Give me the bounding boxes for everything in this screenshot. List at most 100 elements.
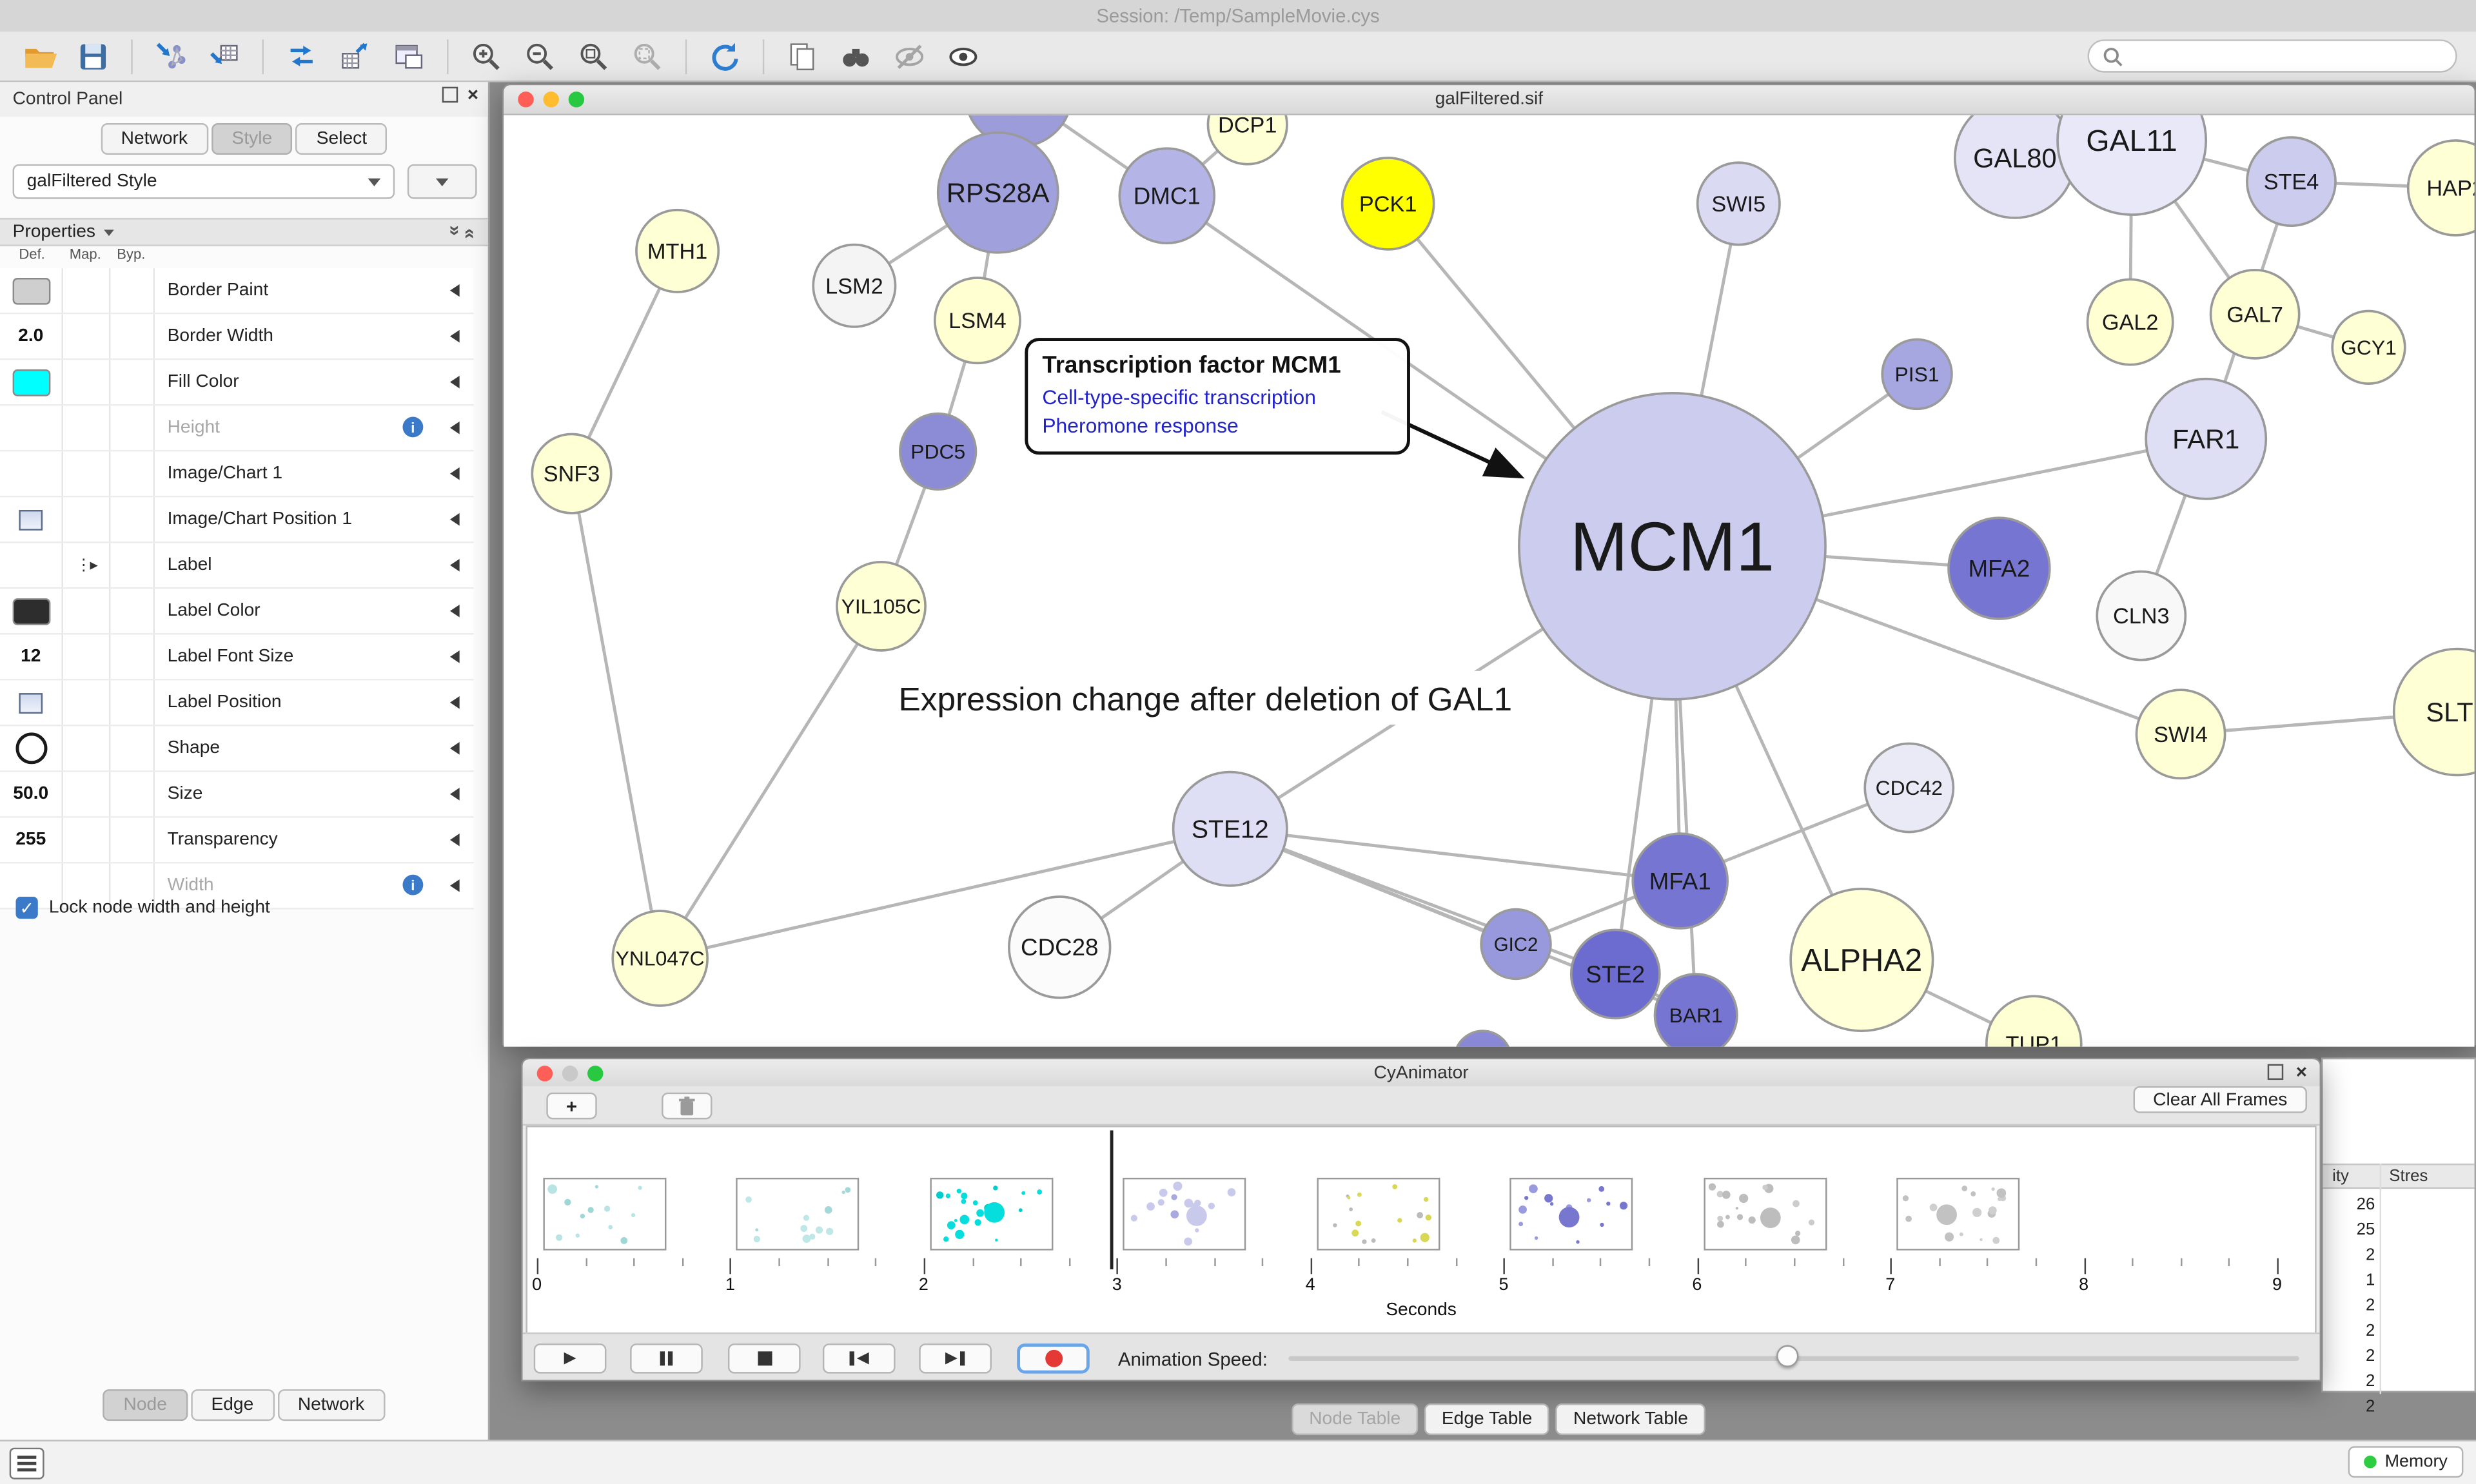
network-node-gal7[interactable] — [2209, 268, 2301, 360]
zoom-in-icon[interactable] — [464, 35, 509, 77]
property-row-label-color[interactable]: Label Color — [0, 589, 474, 635]
search-field[interactable] — [2087, 39, 2457, 73]
network-node-gic2[interactable] — [1480, 908, 1552, 981]
zoom-out-icon[interactable] — [518, 35, 562, 77]
info-icon[interactable]: i — [402, 874, 424, 895]
expand-row-icon[interactable] — [449, 284, 460, 297]
annotation-box[interactable]: Transcription factor MCM1 Cell-type-spec… — [1025, 338, 1410, 455]
expand-collapse-icons[interactable]: »» — [444, 225, 480, 239]
network-node-ste4[interactable] — [2246, 136, 2337, 228]
show-details-icon[interactable] — [941, 35, 986, 77]
network-node-swi4[interactable] — [2135, 688, 2226, 780]
network-node-pck1[interactable] — [1341, 157, 1435, 251]
expand-row-icon[interactable] — [449, 421, 460, 434]
network-node-dcp1[interactable] — [1206, 115, 1288, 166]
network-node-lsm4[interactable] — [933, 277, 1021, 365]
tab-network-bottom[interactable]: Network — [277, 1389, 385, 1421]
property-row-shape[interactable]: Shape — [0, 726, 474, 772]
network-node-gal11[interactable] — [2056, 115, 2208, 216]
import-table-icon[interactable] — [202, 35, 246, 77]
save-session-icon[interactable] — [71, 35, 115, 77]
network-node-lsm2[interactable] — [812, 243, 897, 328]
network-edge[interactable] — [570, 473, 662, 959]
network-node-mfa2[interactable] — [1947, 516, 2051, 620]
network-node-cdc42[interactable] — [1863, 742, 1955, 834]
zoom-selected-icon[interactable] — [625, 35, 670, 77]
expand-row-icon[interactable] — [449, 329, 460, 343]
zoom-fit-icon[interactable] — [572, 35, 616, 77]
network-node-pis1[interactable] — [1881, 338, 1953, 411]
task-history-icon[interactable] — [9, 1447, 44, 1479]
expand-row-icon[interactable] — [449, 742, 460, 755]
clear-all-frames-button[interactable]: Clear All Frames — [2133, 1086, 2307, 1113]
tab-select[interactable]: Select — [295, 123, 388, 155]
float-panel-icon[interactable] — [2267, 1064, 2284, 1080]
frame-thumbnail-6[interactable] — [1703, 1177, 1827, 1251]
tab-edge[interactable]: Edge — [190, 1389, 275, 1421]
network-node-slt2[interactable] — [2392, 647, 2475, 777]
hide-details-icon[interactable] — [887, 35, 932, 77]
new-window-icon[interactable] — [387, 35, 431, 77]
close-panel-icon[interactable]: × — [2295, 1060, 2307, 1084]
info-icon[interactable]: i — [402, 416, 424, 438]
expand-row-icon[interactable] — [449, 604, 460, 618]
network-node-pdc5[interactable] — [899, 412, 978, 491]
expand-row-icon[interactable] — [449, 788, 460, 801]
network-node-dmc1[interactable] — [1118, 147, 1216, 244]
maximize-window-icon[interactable] — [587, 1066, 604, 1082]
minimize-window-icon[interactable] — [562, 1066, 578, 1082]
frame-thumbnail-3[interactable] — [1123, 1177, 1247, 1251]
close-window-icon[interactable] — [536, 1066, 553, 1082]
property-row-image-chart-position-1[interactable]: Image/Chart Position 1 — [0, 497, 474, 543]
maximize-window-icon[interactable] — [568, 92, 585, 108]
properties-header[interactable]: Properties »» — [0, 217, 488, 247]
frame-thumbnail-2[interactable] — [930, 1177, 1054, 1251]
network-node-snf3[interactable] — [531, 433, 613, 514]
frame-thumbnail-4[interactable] — [1316, 1177, 1440, 1251]
network-node-cln3[interactable] — [2096, 570, 2187, 661]
network-node[interactable] — [1455, 1030, 1511, 1047]
network-canvas[interactable]: RPS28BRPS28ADMC1DCP1PCK1SWI5GAL80GAL11ST… — [504, 115, 2475, 1047]
open-session-icon[interactable] — [17, 35, 62, 77]
lock-node-size-row[interactable]: ✓ Lock node width and height — [15, 897, 270, 919]
network-edge[interactable] — [658, 605, 883, 959]
network-node-alpha2[interactable] — [1789, 887, 1934, 1033]
network-node-bar1[interactable] — [1653, 973, 1738, 1047]
property-row-image-chart-1[interactable]: Image/Chart 1 — [0, 451, 474, 498]
property-row-fill-color[interactable]: Fill Color — [0, 360, 474, 406]
network-node-ste12[interactable] — [1172, 770, 1288, 887]
tab-network[interactable]: Network — [100, 123, 208, 155]
frame-thumbnail-1[interactable] — [736, 1177, 860, 1251]
search-input[interactable] — [2123, 44, 2443, 68]
frame-thumbnail-7[interactable] — [1896, 1177, 2020, 1251]
expand-row-icon[interactable] — [449, 375, 460, 389]
frame-thumbnail-5[interactable] — [1509, 1177, 1633, 1251]
minimize-window-icon[interactable] — [543, 92, 559, 108]
network-node-swi5[interactable] — [1696, 161, 1781, 246]
playhead[interactable] — [1110, 1130, 1113, 1269]
close-panel-icon[interactable]: × — [467, 83, 479, 106]
property-row-border-paint[interactable]: Border Paint — [0, 268, 474, 315]
skip-start-button[interactable]: ◀ — [822, 1343, 896, 1374]
network-window-titlebar[interactable]: galFiltered.sif — [504, 85, 2475, 115]
tab-node[interactable]: Node — [103, 1389, 188, 1421]
network-node-ynl047c[interactable] — [611, 910, 709, 1007]
expand-row-icon[interactable] — [449, 513, 460, 526]
animation-speed-handle[interactable] — [1776, 1345, 1799, 1367]
play-button[interactable]: ▶ — [533, 1343, 607, 1374]
frame-thumbnail-0[interactable] — [543, 1177, 667, 1251]
cyanimator-titlebar[interactable]: CyAnimator × — [522, 1059, 2320, 1089]
property-row-label[interactable]: ⋮▸Label — [0, 543, 474, 589]
tab-style[interactable]: Style — [211, 123, 293, 155]
import-network-icon[interactable] — [148, 35, 193, 77]
property-row-label-position[interactable]: Label Position — [0, 680, 474, 727]
expand-row-icon[interactable] — [449, 696, 460, 709]
lock-checkbox[interactable]: ✓ — [15, 897, 38, 919]
pause-button[interactable] — [630, 1343, 703, 1374]
annotation-link[interactable]: Cell-type-specific transcription — [1042, 385, 1316, 409]
